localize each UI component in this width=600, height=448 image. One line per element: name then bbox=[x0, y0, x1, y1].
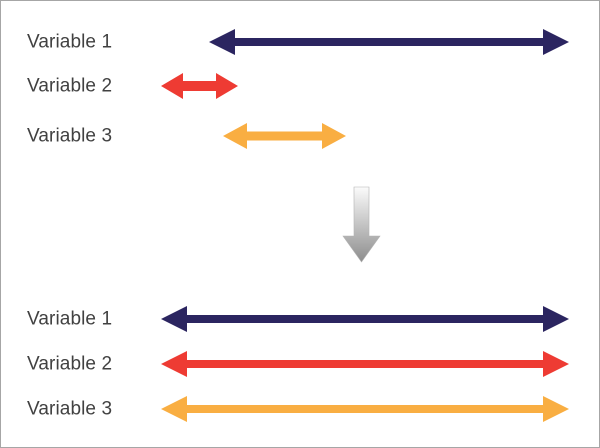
variable-label-bottom_panel-1: Variable 1 bbox=[27, 308, 113, 330]
down-arrow-svg bbox=[341, 186, 381, 263]
arrow-body bbox=[209, 29, 569, 55]
variable-label-top_panel-2: Variable 2 bbox=[27, 75, 113, 97]
arrow-body bbox=[161, 351, 569, 377]
arrow-top_panel-3 bbox=[223, 123, 346, 149]
variable-label-top_panel-1: Variable 1 bbox=[27, 31, 113, 53]
arrow-top_panel-2 bbox=[161, 73, 238, 99]
variable-label-bottom_panel-3: Variable 3 bbox=[27, 398, 113, 420]
arrow-top_panel-1 bbox=[209, 29, 569, 55]
down-arrow-body bbox=[341, 186, 381, 263]
arrow-body bbox=[161, 73, 238, 99]
arrow-bottom_panel-1 bbox=[161, 306, 569, 332]
variable-label-top_panel-3: Variable 3 bbox=[27, 125, 113, 147]
arrow-bottom_panel-3 bbox=[161, 396, 569, 422]
arrow-body bbox=[161, 396, 569, 422]
arrow-body bbox=[161, 306, 569, 332]
variable-label-bottom_panel-2: Variable 2 bbox=[27, 353, 113, 375]
arrow-bottom_panel-2 bbox=[161, 351, 569, 377]
arrow-body bbox=[223, 123, 346, 149]
